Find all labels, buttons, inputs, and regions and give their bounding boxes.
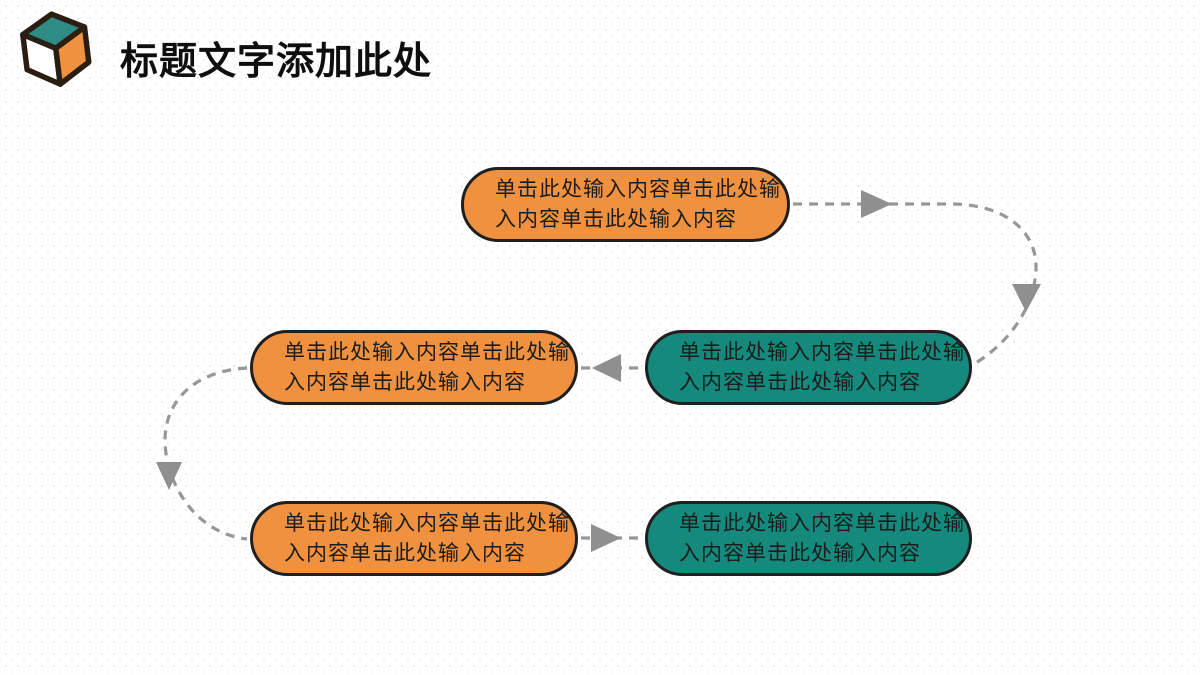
pill-text-line: 入内容单击此处输入内容 xyxy=(284,370,526,394)
connector-3-4-curve xyxy=(163,366,248,541)
arrow-right-icon xyxy=(591,524,621,552)
arrow-right-icon xyxy=(861,190,892,218)
flow-pill-5[interactable]: 单击此处输入内容单击此处输 入内容单击此处输入内容 xyxy=(645,501,972,576)
flow-pill-1[interactable]: 单击此处输入内容单击此处输 入内容单击此处输入内容 xyxy=(461,167,790,242)
pill-text-line: 入内容单击此处输入内容 xyxy=(679,541,921,565)
flow-pill-2[interactable]: 单击此处输入内容单击此处输 入内容单击此处输入内容 xyxy=(645,330,972,405)
arrow-down-icon xyxy=(156,462,182,490)
slide-header: 标题文字添加此处 xyxy=(14,8,432,92)
arrow-down-icon xyxy=(1012,284,1041,312)
pill-text-line: 入内容单击此处输入内容 xyxy=(679,370,921,394)
flow-pill-4[interactable]: 单击此处输入内容单击此处输 入内容单击此处输入内容 xyxy=(250,501,578,576)
pill-text-line: 入内容单击此处输入内容 xyxy=(284,541,526,565)
pill-text-line: 单击此处输入内容单击此处输 xyxy=(284,511,570,535)
pill-text-line: 单击此处输入内容单击此处输 xyxy=(495,177,781,201)
pill-text-line: 入内容单击此处输入内容 xyxy=(495,207,737,231)
cube-logo-icon xyxy=(14,8,98,92)
pill-text-line: 单击此处输入内容单击此处输 xyxy=(679,340,965,364)
flow-pill-3[interactable]: 单击此处输入内容单击此处输 入内容单击此处输入内容 xyxy=(250,330,578,405)
page-title[interactable]: 标题文字添加此处 xyxy=(120,40,433,83)
pill-text-line: 单击此处输入内容单击此处输 xyxy=(284,340,570,364)
arrow-left-icon xyxy=(592,354,621,382)
pill-text-line: 单击此处输入内容单击此处输 xyxy=(679,511,965,535)
